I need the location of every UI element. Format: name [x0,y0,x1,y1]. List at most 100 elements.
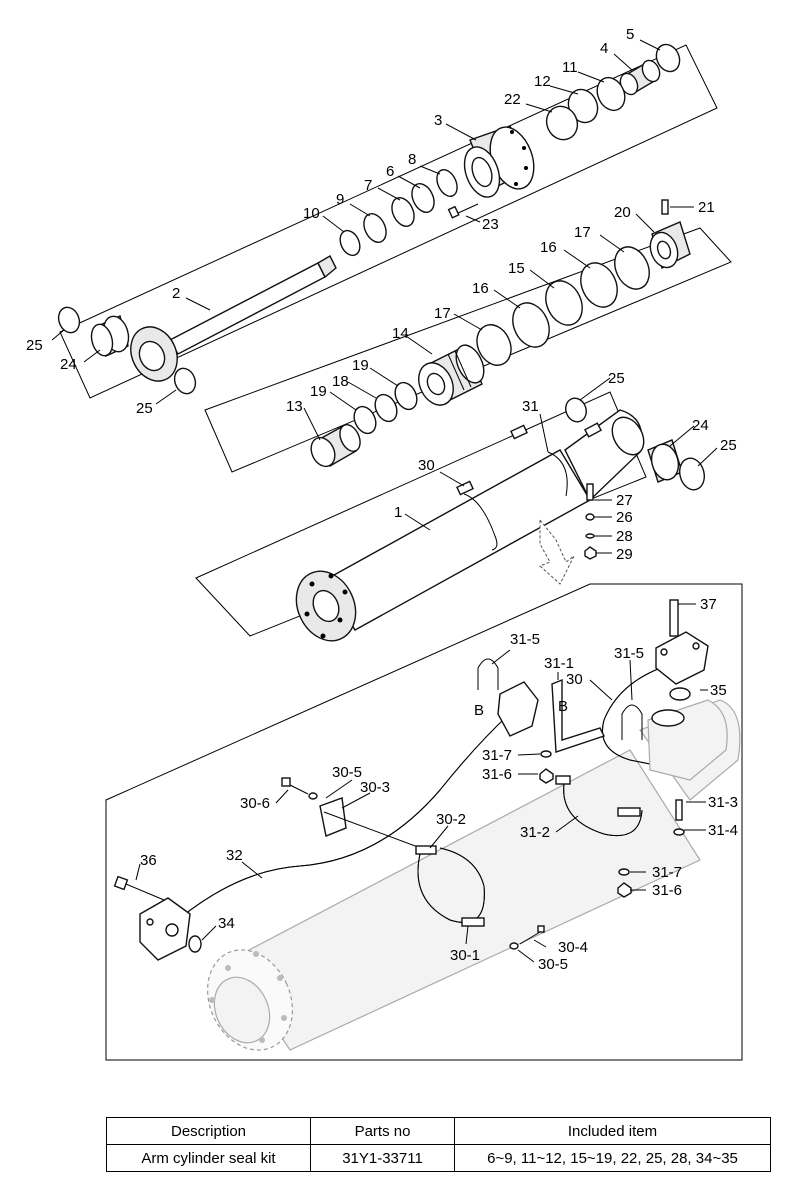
part-30-6-bolt [281,777,309,795]
part-23-bolt [447,203,479,219]
callout-30-5-a: 30-5 [332,764,362,781]
part-31-5-ubolt-left [477,658,499,690]
callout-35: 35 [710,682,727,699]
part-18-ring [374,393,398,423]
part-11-ring [596,76,626,112]
view-arrow-icon [539,518,575,585]
piston-assembly [310,199,691,468]
part-31-6-nut-a [539,768,554,784]
callout-31-6-b: 31-6 [652,882,682,899]
callout-25-d: 25 [720,437,737,454]
callout-31-6-a: 31-6 [482,766,512,783]
part-30-clamp [463,493,498,551]
callout-19-a: 19 [352,357,369,374]
callout-30-1: 30-1 [450,947,480,964]
callout-30-4: 30-4 [558,939,588,956]
callout-9: 9 [336,191,344,208]
part-1-cylinder-tube [295,409,645,642]
callout-30-b: 30 [566,671,583,688]
header-description: Description [106,1117,311,1145]
callout-30-a: 30 [418,457,435,474]
part-30-5-washer-a [308,792,318,800]
callout-25-a: 25 [26,337,43,354]
callout-21: 21 [698,199,715,216]
callout-31-5-a: 31-5 [510,631,540,648]
callout-5: 5 [626,26,634,43]
part-19-ring-b [353,405,377,435]
callout-23: 23 [482,216,499,233]
callout-24-b: 24 [692,417,709,434]
callout-17-b: 17 [434,305,451,322]
rod-assembly [57,43,681,395]
part-30-1-clamp [461,917,485,927]
part-22-ring [545,105,579,141]
part-flange-left [139,897,191,961]
part-30-pipe [602,663,673,767]
part-27-bolt [586,483,594,501]
callout-10: 10 [303,205,320,222]
callout-17-a: 17 [574,224,591,241]
callout-31-1: 31-1 [544,655,574,672]
callout-25-b: 25 [136,400,153,417]
frame-tube-assembly [195,391,647,637]
part-9-ring [363,213,387,243]
part-26-washer [585,513,595,521]
part-35-oring [669,687,691,701]
part-31-7-washer-a [540,750,552,758]
callout-b-b: B [558,698,568,715]
part-31-7-washer-b [618,868,630,876]
callout-30-3: 30-3 [360,779,390,796]
callout-13: 13 [286,398,303,415]
callout-30-6: 30-6 [240,795,270,812]
seal-kit-table: Description Parts no Included item Arm c… [106,1117,771,1172]
callout-30-5-b: 30-5 [538,956,568,973]
part-14-piston [418,344,485,406]
part-31-1-bracket [551,678,605,753]
part-15-ring [545,280,583,326]
part-4-bushing [619,59,661,96]
callout-16-a: 16 [540,239,557,256]
part-flange-right [655,631,709,685]
cell-included-item: 6~9, 11~12, 15~19, 22, 25, 28, 34~35 [454,1144,771,1172]
part-36-bolt [113,875,165,901]
callout-1: 1 [394,504,402,521]
callout-6: 6 [386,163,394,180]
frame-piston-assembly [204,227,732,473]
cell-description: Arm cylinder seal kit [106,1144,311,1172]
part-16-ring-b [512,302,550,348]
part-3-rod-cover [463,125,535,198]
part-19-ring-a [394,381,418,411]
callout-36: 36 [140,852,157,869]
callout-31-4: 31-4 [708,822,738,839]
callout-31-5-b: 31-5 [614,645,644,662]
table-header-row: Description Parts no Included item [106,1117,771,1145]
callout-26: 26 [616,509,633,526]
part-31-clamp [547,451,568,497]
part-34-oring [188,935,202,953]
callout-18: 18 [332,373,349,390]
part-30-4-bolt [519,925,545,945]
part-8-ring [436,169,458,197]
part-16-ring-a [580,262,618,308]
part-28-oring [585,533,595,539]
part-31-3-bolt [675,799,683,821]
callout-4: 4 [600,40,608,57]
part-20-nut [649,221,691,270]
callout-11: 11 [562,59,578,76]
cell-parts-no: 31Y1-33711 [310,1144,455,1172]
part-13-cushion [310,424,361,468]
callout-31-2: 31-2 [520,824,550,841]
callout-labels: 5 4 11 12 22 3 8 6 7 9 10 23 2 25 24 25 … [26,26,738,973]
callout-14: 14 [392,325,409,342]
part-31-5-ubolt-right [621,704,643,740]
part-25-ring-b [173,367,197,395]
callout-3: 3 [434,112,442,129]
tube-assembly [295,397,706,642]
table-row: Arm cylinder seal kit 31Y1-33711 6~9, 11… [106,1144,771,1172]
callout-22: 22 [504,91,521,108]
callout-7: 7 [364,177,372,194]
callout-8: 8 [408,151,416,168]
header-included-item: Included item [454,1117,771,1145]
part-17-ring-a [614,246,650,290]
part-30-3-block [319,797,347,837]
